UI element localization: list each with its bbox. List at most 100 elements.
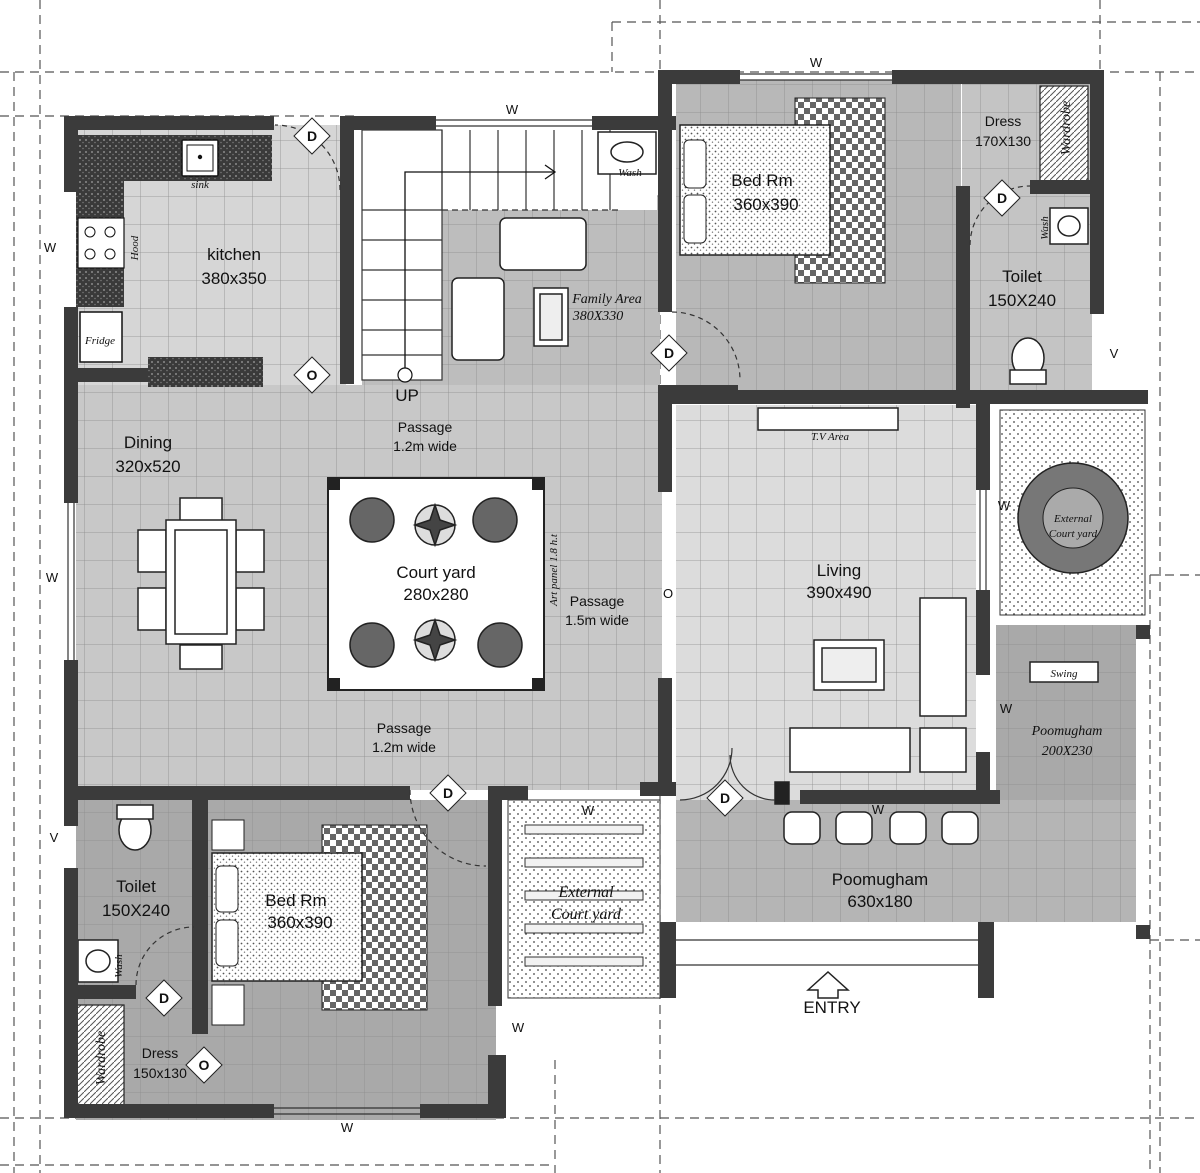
svg-text:O: O <box>307 367 318 383</box>
fixture-labels: sink Hood Fridge Wash Wash Wash Wardrobe… <box>84 101 1074 1085</box>
central-courtyard <box>327 477 545 691</box>
passage-lower-width: 1.2m wide <box>372 739 436 755</box>
kitchen-counters <box>76 135 272 387</box>
wash-label-toilet-top: Wash <box>1039 216 1051 240</box>
living-name: Living <box>817 561 861 580</box>
poomugham-side-name: Poomugham <box>1031 724 1103 739</box>
entry-arrow <box>806 970 850 999</box>
poomugham-side-size: 200X230 <box>1042 744 1093 759</box>
sink-label: sink <box>191 179 210 191</box>
family-furniture <box>451 217 587 361</box>
counter-bottom <box>148 357 263 387</box>
fridge-label: Fridge <box>84 335 115 347</box>
courtyard-plants <box>349 497 523 668</box>
svg-text:W: W <box>506 102 519 117</box>
up-label: UP <box>395 386 419 405</box>
tv-area-label: T.V Area <box>811 431 850 443</box>
poomugham-side-floor-grid <box>996 625 1136 800</box>
bed-top-name: Bed Rm <box>731 171 792 190</box>
opening-tag-living: O <box>663 586 673 601</box>
svg-text:W: W <box>998 498 1011 513</box>
bed-top <box>679 97 886 284</box>
entry-label: ENTRY <box>803 998 860 1017</box>
svg-text:W: W <box>1000 701 1013 716</box>
toilet-bottom-name: Toilet <box>116 877 156 896</box>
svg-text:W: W <box>810 55 823 70</box>
svg-text:D: D <box>664 345 674 361</box>
opening-tag-kitchen: O <box>293 356 331 394</box>
passage-right-width: 1.5m wide <box>565 612 629 628</box>
hood-label: Hood <box>129 235 141 261</box>
door-tag-kitchen: D <box>293 117 331 155</box>
svg-text:W: W <box>872 802 885 817</box>
passage-upper-name: Passage <box>398 419 453 435</box>
courtyard-note: Art panel 1.8 h.t <box>548 533 560 607</box>
door-tags: D D D D D D O O O <box>145 117 1021 1084</box>
bed-bottom-name: Bed Rm <box>265 891 326 910</box>
bed-bottom-size: 360x390 <box>267 913 332 932</box>
door-tag-toilet-bottom: D <box>145 979 183 1017</box>
staircase <box>361 129 620 383</box>
poomugham-front-name: Poomugham <box>832 870 928 889</box>
hob <box>77 217 125 269</box>
planter-line2: Court yard <box>1049 528 1098 540</box>
dress-bottom-name: Dress <box>142 1045 179 1061</box>
room-labels: kitchen 380x350 Dining 320x520 Court yar… <box>102 113 1102 1081</box>
poomugham-front-size: 630x180 <box>847 892 912 911</box>
living-furniture <box>757 407 967 805</box>
passage-upper-width: 1.2m wide <box>393 438 457 454</box>
planter-plant <box>1017 462 1129 574</box>
wash-label-toilet-bottom: Wash <box>113 954 125 978</box>
svg-text:W: W <box>44 240 57 255</box>
svg-text:W: W <box>46 570 59 585</box>
family-area-size: 380X330 <box>572 309 624 324</box>
dress-top-name: Dress <box>985 113 1022 129</box>
planter-line1: External <box>1053 513 1092 525</box>
passage-lower-name: Passage <box>377 720 432 736</box>
fridge <box>79 311 123 363</box>
courtyard-name: Court yard <box>396 563 475 582</box>
svg-text:O: O <box>199 1057 210 1073</box>
svg-text:D: D <box>159 990 169 1006</box>
poomugham-stools <box>783 661 1099 845</box>
dining-table <box>137 497 265 670</box>
door-tag-bed-top: D <box>650 334 688 372</box>
toilet-bottom-size: 150X240 <box>102 901 170 920</box>
swing-label: Swing <box>1051 668 1078 680</box>
courtyard-size: 280x280 <box>403 585 468 604</box>
svg-text:V: V <box>50 830 59 845</box>
svg-text:W: W <box>512 1020 525 1035</box>
walls <box>64 70 1150 1118</box>
door-tag-bed-bottom: D <box>429 774 467 812</box>
window-openings <box>67 73 987 1115</box>
svg-text:D: D <box>443 785 453 801</box>
wardrobe-label-bottom: Wardrobe <box>94 1031 109 1085</box>
door-tag-toilet-top: D <box>983 179 1021 217</box>
kitchen-name: kitchen <box>207 245 261 264</box>
wash-label-top: Wash <box>618 167 642 179</box>
svg-text:W: W <box>582 803 595 818</box>
door-swings <box>135 124 1031 986</box>
passage-right-name: Passage <box>570 593 625 609</box>
svg-text:V: V <box>1110 346 1119 361</box>
window-marks: W W W W W W W W W W V V <box>44 55 1119 1135</box>
svg-text:D: D <box>997 190 1007 206</box>
external-courtyard-slabs <box>524 824 644 967</box>
svg-text:D: D <box>720 790 730 806</box>
dining-name: Dining <box>124 433 172 452</box>
svg-text:W: W <box>341 1120 354 1135</box>
wardrobes <box>75 85 1089 1114</box>
sanitary <box>77 131 1089 983</box>
door-tag-living: D <box>706 779 744 817</box>
bed-top-size: 360x390 <box>733 195 798 214</box>
opening-tag-dress-bottom: O <box>185 1046 223 1084</box>
external-courtyard-line1: External <box>557 884 614 901</box>
svg-text:D: D <box>307 128 317 144</box>
family-area-name: Family Area <box>571 292 642 307</box>
toilet-top-size: 150X240 <box>988 291 1056 310</box>
wardrobe-label-top: Wardrobe <box>1059 101 1074 155</box>
passage-labels: Passage 1.2m wide Passage 1.5m wide Pass… <box>372 419 629 755</box>
bed-bottom <box>211 819 428 1026</box>
dress-top-size: 170X130 <box>975 133 1031 149</box>
